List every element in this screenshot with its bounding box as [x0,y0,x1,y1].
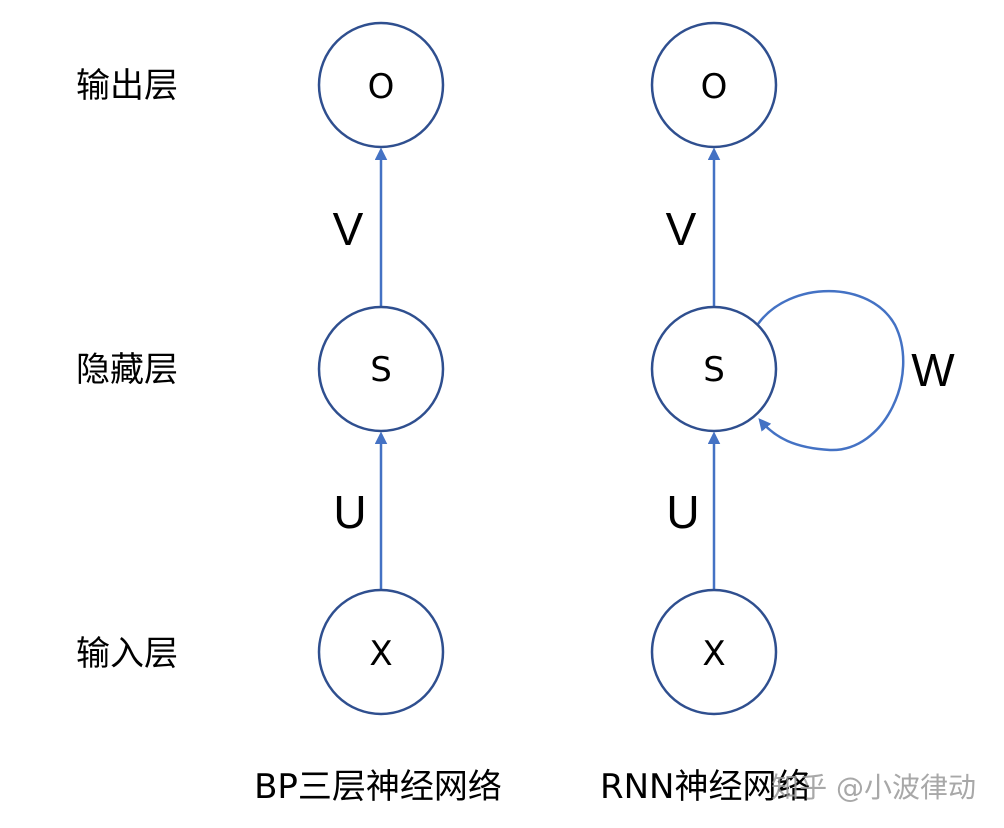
layer-label-hidden: 隐藏层 [76,350,178,390]
rnn-edge-recurrent-loop [756,289,905,452]
rnn-weight-v-label: V [666,203,697,255]
rnn-weight-u-label: U [666,486,699,538]
rnn-node-hidden [650,305,778,433]
rnn-node-hidden-label: S [703,350,725,390]
rnn-node-input-label: X [702,634,725,674]
rnn-node-output [650,21,778,149]
bp-node-output-label: O [368,67,395,107]
bp-node-input-label: X [369,634,392,674]
rnn-node-input [650,588,778,716]
layer-label-input: 输入层 [76,634,178,674]
layer-label-output: 输出层 [76,66,178,106]
rnn-network: O S X V U W RNN神经网络 [600,21,955,807]
bp-node-input [317,588,445,716]
bp-weight-u-label: U [333,486,366,538]
rnn-caption: RNN神经网络 [600,767,811,807]
bp-caption: BP三层神经网络 [254,767,502,807]
bp-weight-v-label: V [333,203,364,255]
rnn-weight-w-label: W [911,344,955,396]
bp-node-hidden [317,305,445,433]
rnn-node-output-label: O [701,67,728,107]
bp-node-hidden-label: S [370,350,392,390]
bp-node-output [317,21,445,149]
watermark: 知乎 @小波律动 [771,771,976,804]
bp-network: O S X V U BP三层神经网络 [254,21,502,807]
